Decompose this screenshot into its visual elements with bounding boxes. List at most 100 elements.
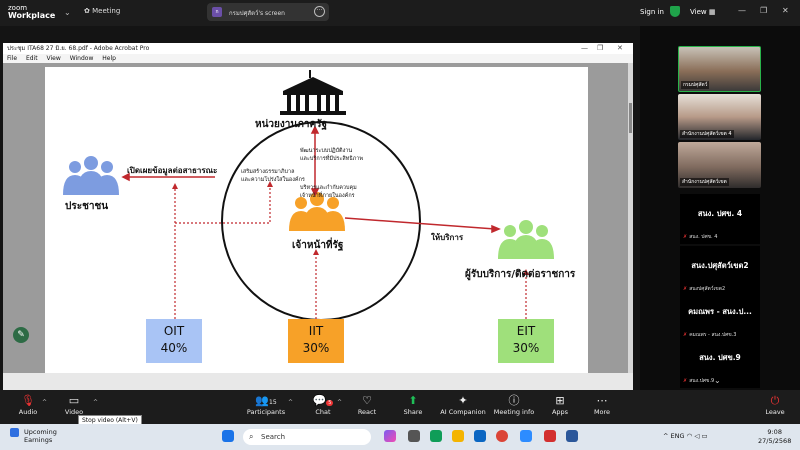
participant-tile[interactable]: สนง.ปศุสัตว์เขต2 ✗สนงปศุสัตว์เขต2: [680, 246, 760, 296]
system-tray[interactable]: ^ ENG ◠ ◁ ▭: [663, 432, 708, 440]
participant-sub: คมณพร - สนง.ปศข.3: [689, 332, 737, 338]
recipient-label: ผู้รับบริการ/ติดต่อราชการ: [465, 269, 576, 280]
eit-percent: 30%: [512, 341, 540, 355]
serve-label: ให้บริการ: [431, 233, 464, 242]
word-icon[interactable]: [566, 430, 578, 442]
screen-share-indicator[interactable]: ก กรมปศุสัตว์'s screen ···: [207, 3, 329, 21]
meeting-button[interactable]: ✿ Meeting: [84, 7, 120, 15]
participant-name: สนง. ปศข.9: [699, 353, 741, 362]
more-options-icon[interactable]: ···: [314, 6, 325, 17]
ai-companion-button[interactable]: ✦ AI Companion: [440, 394, 486, 416]
zoom-logo-line2: Workplace: [8, 11, 56, 20]
windows-taskbar: Upcoming Earnings ⌕ Search ^ ENG ◠ ◁ ▭ 9…: [0, 424, 800, 450]
zoom-app-icon[interactable]: [520, 430, 532, 442]
tray-chevron-icon[interactable]: ^: [663, 432, 671, 440]
scrollbar-thumb[interactable]: [629, 103, 632, 133]
participant-name: สนง.ปศุสัตว์เขต2: [691, 261, 749, 270]
officer-group-icon: [289, 192, 345, 231]
leave-button[interactable]: ⏻ Leave: [762, 394, 788, 416]
restore-icon[interactable]: ❐: [760, 6, 768, 15]
acrobat-restore-icon[interactable]: ❐: [597, 44, 604, 52]
chevron-up-icon[interactable]: ^: [42, 399, 48, 406]
zoom-logo: zoom Workplace: [8, 4, 55, 20]
zoom-logo-line1: zoom: [8, 4, 28, 12]
annotate-pencil-icon[interactable]: ✎: [13, 327, 29, 343]
mic-muted-icon: ✗: [683, 286, 688, 292]
slide-page: หน่วยงานภาครัฐ เจ้าหน้าที่รัฐ ประชาชน ผู…: [45, 67, 588, 373]
minimize-icon[interactable]: —: [738, 6, 746, 15]
oit-name: OIT: [163, 324, 185, 338]
chrome-icon[interactable]: [496, 430, 508, 442]
leave-icon: ⏻: [770, 394, 780, 407]
iit-percent: 30%: [302, 341, 330, 355]
battery-icon[interactable]: ▭: [701, 432, 708, 440]
mic-muted-icon: ✗: [683, 378, 688, 384]
menu-file[interactable]: File: [7, 55, 18, 62]
chevron-down-icon[interactable]: ⌄: [64, 8, 71, 17]
acrobat-close-icon[interactable]: ✕: [617, 44, 623, 52]
officer-label: เจ้าหน้าที่รัฐ: [292, 240, 344, 251]
chat-icon: 💬5: [312, 394, 334, 407]
menu-edit[interactable]: Edit: [25, 55, 38, 62]
menu-help[interactable]: Help: [102, 55, 116, 62]
participant-tile[interactable]: คมณพร - สนง.ป... ✗คมณพร - สนง.ปศข.3: [680, 292, 760, 342]
meeting-info-label: Meeting info: [493, 408, 535, 416]
clock-date: 27/5/2568: [758, 437, 792, 445]
widget-title: Upcoming: [24, 428, 57, 436]
wifi-icon[interactable]: ◠: [686, 432, 693, 440]
integrity-line1: เสริมสร้างธรรมาภิบาล: [241, 169, 295, 175]
video-button[interactable]: ▭ Video: [56, 394, 92, 416]
react-button[interactable]: ♡ React: [354, 394, 380, 416]
video-tile[interactable]: กรมปศุสัตว์: [678, 46, 761, 92]
apps-button[interactable]: ⊞ Apps: [548, 394, 572, 416]
lang-indicator[interactable]: ENG: [670, 432, 685, 440]
acrobat-app-icon[interactable]: [544, 430, 556, 442]
acrobat-minimize-icon[interactable]: —: [581, 44, 588, 52]
chat-button[interactable]: 💬5 Chat: [310, 394, 336, 416]
menu-view[interactable]: View: [46, 55, 61, 62]
file-explorer-icon[interactable]: [452, 430, 464, 442]
close-icon[interactable]: ✕: [782, 6, 789, 15]
more-button[interactable]: ⋯ More: [590, 394, 614, 416]
participant-name: สนง. ปศข. 4: [697, 209, 743, 218]
taskbar-search[interactable]: ⌕ Search: [243, 429, 371, 445]
outlook-icon[interactable]: [474, 430, 486, 442]
widget-icon: [10, 428, 19, 437]
audio-button[interactable]: 🎙 Audio: [14, 394, 42, 416]
chevron-up-icon[interactable]: ^: [288, 399, 294, 406]
view-button[interactable]: View ▦: [690, 8, 715, 16]
chevron-up-icon[interactable]: ^: [93, 399, 99, 406]
volume-icon[interactable]: ◁: [694, 432, 700, 440]
supervise-line1: บริหารและกำกับควบคุม: [300, 185, 357, 191]
sign-in-link[interactable]: Sign in: [640, 8, 664, 16]
info-icon: ⓘ: [508, 394, 520, 407]
vertical-scrollbar[interactable]: [628, 63, 633, 373]
share-button[interactable]: ⬆ Share: [400, 394, 426, 416]
menu-window[interactable]: Window: [69, 55, 94, 62]
share-title: กรมปศุสัตว์'s screen: [229, 10, 285, 17]
participant-tile[interactable]: สนง. ปศข. 4 ✗สนง. ปศข. 4: [680, 194, 760, 244]
upcoming-widget[interactable]: Upcoming Earnings: [10, 428, 57, 444]
video-tile[interactable]: สำนักงานปศุสัตว์เขต 4: [678, 94, 761, 140]
start-icon[interactable]: [222, 430, 234, 442]
search-icon: ⌕: [249, 432, 254, 441]
gov-agency-label: หน่วยงานภาครัฐ: [255, 119, 328, 130]
leave-label: Leave: [765, 408, 785, 416]
security-shield-icon[interactable]: [670, 6, 680, 17]
copilot-icon[interactable]: [384, 430, 396, 442]
chevron-down-icon[interactable]: ⌄: [714, 376, 721, 385]
participant-tile[interactable]: สนง. ปศข.9 ✗สนง.ปศข.9: [680, 338, 760, 388]
participants-button[interactable]: 👥15 Participants: [246, 394, 286, 416]
edge-icon[interactable]: [430, 430, 442, 442]
chevron-up-icon[interactable]: ^: [337, 399, 343, 406]
more-label: More: [593, 408, 611, 416]
system-clock[interactable]: 9:08 27/5/2568: [758, 428, 791, 446]
oit-branch-dotted: [175, 185, 271, 224]
meeting-info-button[interactable]: ⓘ Meeting info: [492, 394, 536, 416]
video-tile[interactable]: สำนักงานปศุสัตว์เขต: [678, 142, 761, 188]
eit-box: EIT 30%: [498, 319, 554, 363]
iit-box: IIT 30%: [288, 319, 344, 363]
oit-percent: 40%: [160, 341, 188, 355]
task-view-icon[interactable]: [408, 430, 420, 442]
